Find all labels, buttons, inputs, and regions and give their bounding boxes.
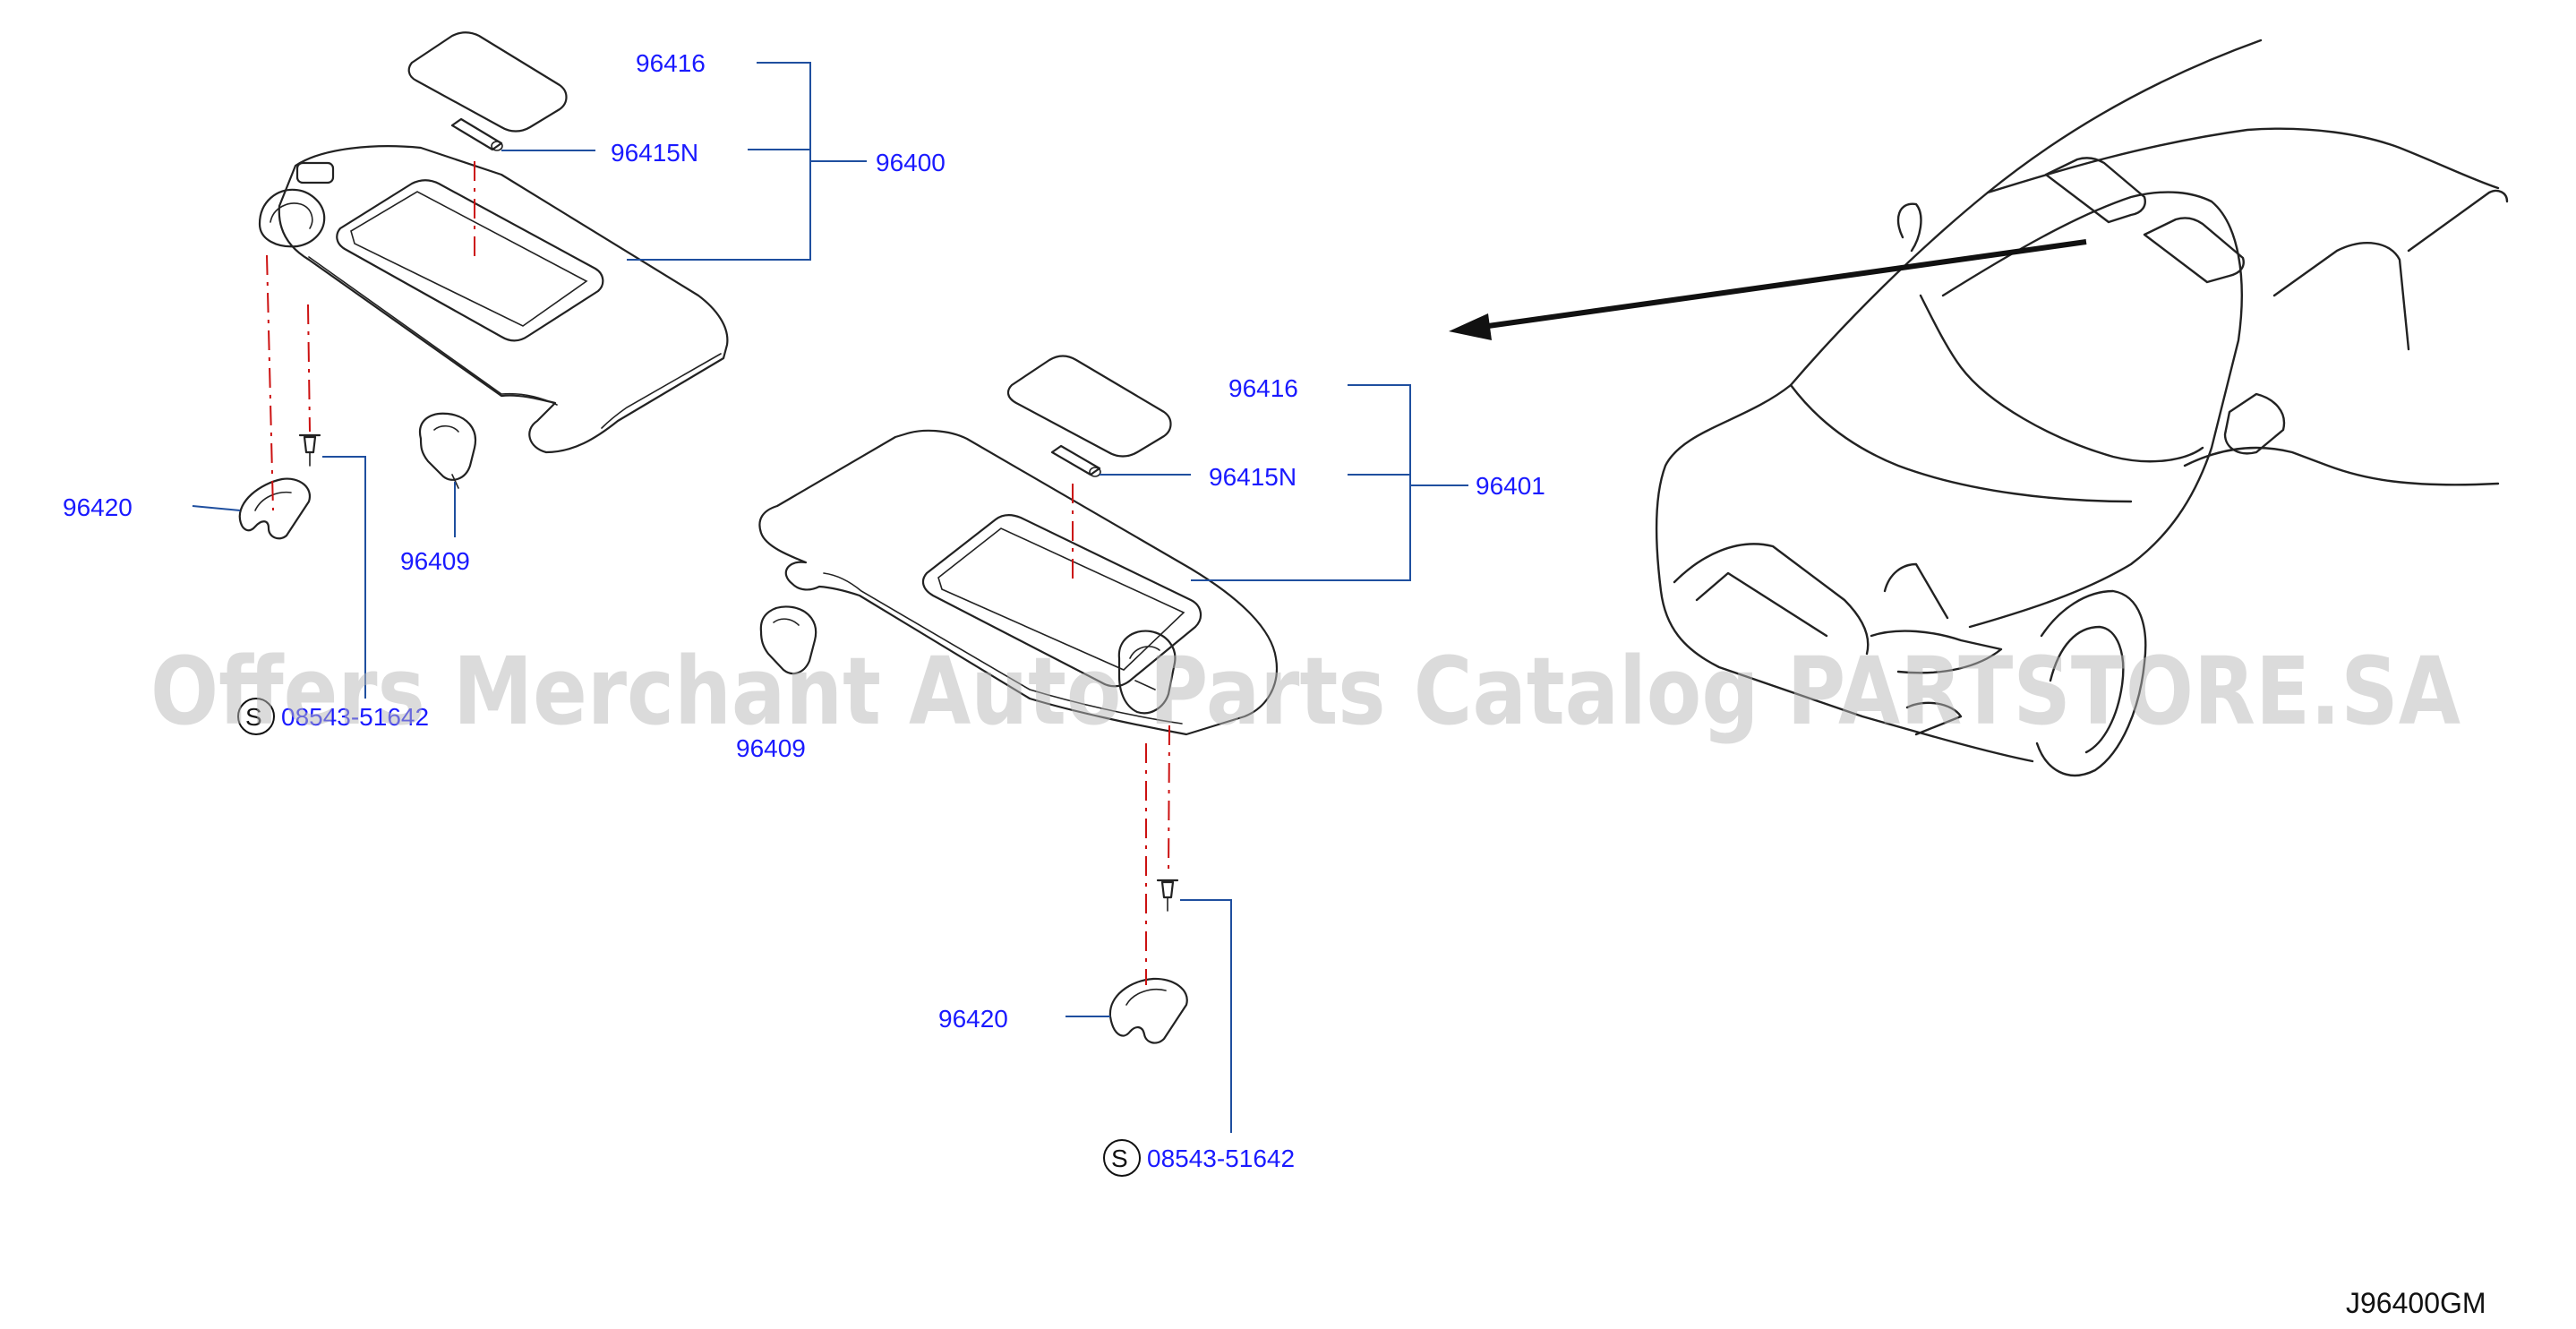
screw-symbol-left: S xyxy=(245,703,262,731)
sun-visor-left[interactable] xyxy=(258,145,729,454)
label-clip-left[interactable]: 96409 xyxy=(400,547,470,575)
screw-symbol-right: S xyxy=(1111,1145,1128,1172)
holder-left[interactable] xyxy=(238,477,312,540)
label-visor-assy-right[interactable]: 96401 xyxy=(1476,472,1545,500)
label-holder-right[interactable]: 96420 xyxy=(938,1005,1008,1033)
leaders-left xyxy=(192,62,867,699)
mirror-cover-upper[interactable] xyxy=(407,31,568,133)
label-mirror-cover-upper[interactable]: 96416 xyxy=(636,49,706,77)
screw-left[interactable] xyxy=(298,433,321,467)
lamp-upper[interactable] xyxy=(450,117,503,151)
label-lamp-lower[interactable]: 96415N xyxy=(1209,463,1297,491)
label-clip-right[interactable]: 96409 xyxy=(736,734,806,762)
label-visor-assy-left[interactable]: 96400 xyxy=(876,149,946,176)
watermark-text: Offers Merchant Auto Parts Catalog PARTS… xyxy=(150,637,2460,746)
label-screw-code-left[interactable]: 08543-51642 xyxy=(281,703,429,731)
leaders-right xyxy=(1065,384,1468,1133)
screw-right[interactable] xyxy=(1156,879,1179,912)
lamp-lower[interactable] xyxy=(1050,444,1101,477)
label-holder-left[interactable]: 96420 xyxy=(63,493,133,521)
clip-left[interactable] xyxy=(418,412,477,489)
clip-right[interactable] xyxy=(759,605,817,675)
label-screw-code-right[interactable]: 08543-51642 xyxy=(1147,1145,1295,1172)
label-mirror-cover-lower[interactable]: 96416 xyxy=(1228,374,1298,402)
screw-symbol-circle-right xyxy=(1103,1139,1141,1177)
pointer-arrow xyxy=(1449,239,2087,340)
mirror-cover-lower[interactable] xyxy=(1006,355,1172,458)
diagram-code: J96400GM xyxy=(2346,1287,2486,1319)
car-illustration xyxy=(1655,39,2509,777)
sun-visor-right[interactable] xyxy=(758,429,1279,736)
holder-right[interactable] xyxy=(1108,977,1188,1044)
label-lamp-upper[interactable]: 96415N xyxy=(611,139,698,167)
screw-symbol-circle-left xyxy=(237,698,275,735)
